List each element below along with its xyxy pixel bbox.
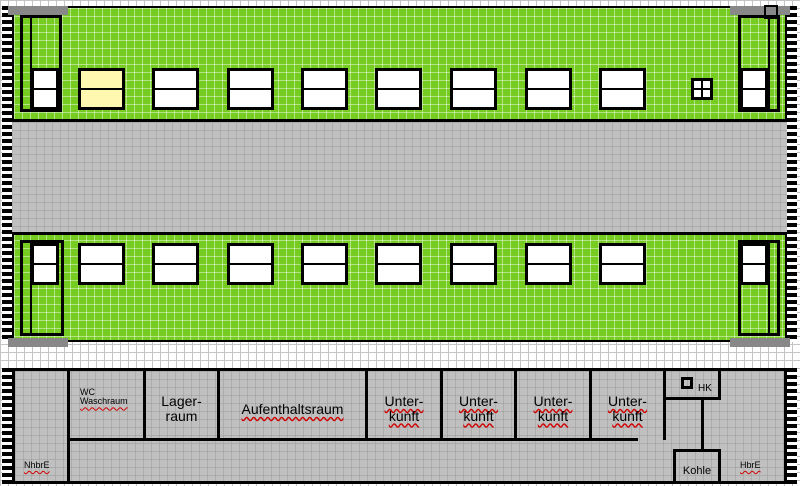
right-buffer-strip bbox=[787, 6, 797, 342]
top-window-7 bbox=[525, 68, 572, 110]
wc-label-line1: WC bbox=[80, 387, 95, 397]
unterkunft-3-line1: Unter- bbox=[533, 393, 573, 409]
lager-label-line1: Lager- bbox=[161, 393, 202, 409]
unterkunft-3-label: Unter- kunft bbox=[517, 394, 589, 423]
bottom-window-2 bbox=[152, 243, 199, 285]
unterkunft-4-line1: Unter- bbox=[608, 393, 647, 409]
wall-hk-kohle-stem bbox=[701, 397, 704, 451]
unterkunft-2-line1: Unter- bbox=[459, 393, 498, 409]
unterkunft-3-line2: kunft bbox=[537, 407, 569, 424]
wall-wc-lager bbox=[143, 368, 146, 440]
bottom-window-3 bbox=[227, 243, 274, 285]
top-door-window-right bbox=[740, 68, 768, 110]
hk-small-box bbox=[681, 377, 693, 389]
lager-label: Lager- raum bbox=[146, 394, 217, 423]
bottom-window-8 bbox=[599, 243, 646, 285]
bottom-window-4 bbox=[301, 243, 348, 285]
unterkunft-2-line2: kunft bbox=[463, 407, 494, 424]
wall-rooms-bottom bbox=[67, 438, 638, 441]
top-window-1 bbox=[78, 68, 125, 110]
unterkunft-4-line2: kunft bbox=[612, 407, 643, 424]
floor-plan bbox=[12, 368, 787, 484]
bottom-left-cap bbox=[8, 338, 68, 347]
hk-label-text: HK bbox=[698, 383, 712, 394]
bottom-window-5 bbox=[375, 243, 422, 285]
bottom-right-door-post bbox=[768, 240, 770, 336]
hbre-label-text: HbrE bbox=[740, 460, 761, 470]
top-window-3 bbox=[227, 68, 274, 110]
wall-end-left bbox=[67, 368, 70, 484]
unterkunft-1-label: Unter- kunft bbox=[368, 394, 440, 423]
hbre-label: HbrE bbox=[740, 460, 761, 470]
aufenthalt-label-text: Aufenthaltsraum bbox=[241, 401, 344, 417]
wall-unterkunft-hk bbox=[663, 368, 666, 440]
top-window-5 bbox=[375, 68, 422, 110]
top-left-door-post bbox=[30, 15, 32, 112]
top-window-6 bbox=[450, 68, 497, 110]
aufenthalt-label: Aufenthaltsraum bbox=[220, 402, 365, 417]
unterkunft-1-line1: Unter- bbox=[384, 393, 424, 409]
lager-label-line2: raum bbox=[165, 407, 198, 424]
wall-unterkunft-2-3 bbox=[514, 368, 517, 440]
bottom-right-door bbox=[738, 240, 780, 336]
unterkunft-2-label: Unter- kunft bbox=[443, 394, 514, 423]
top-right-cap bbox=[730, 6, 790, 15]
center-aisle bbox=[12, 119, 787, 235]
bottom-window-1 bbox=[78, 243, 125, 285]
top-right-small-box bbox=[764, 5, 778, 19]
unterkunft-4-label: Unter- kunft bbox=[592, 394, 663, 423]
top-left-door bbox=[20, 15, 62, 112]
top-window-2 bbox=[152, 68, 199, 110]
top-window-8 bbox=[599, 68, 646, 110]
kohle-label-text: Kohle bbox=[682, 465, 712, 477]
bottom-left-door bbox=[20, 240, 64, 336]
bottom-window-6 bbox=[450, 243, 497, 285]
nhbre-label: NhbrE bbox=[24, 460, 50, 470]
top-right-door-post bbox=[768, 15, 770, 112]
kohle-label: Kohle bbox=[676, 465, 718, 478]
top-right-door bbox=[738, 15, 780, 112]
wc-label-line2: Waschraum bbox=[80, 396, 128, 407]
bottom-right-cap bbox=[730, 338, 790, 347]
bottom-window-7 bbox=[525, 243, 572, 285]
top-window-4 bbox=[301, 68, 348, 110]
plan-right-buffer bbox=[787, 368, 797, 484]
wall-unterkunft-3-4 bbox=[589, 368, 592, 440]
hk-label: HK bbox=[698, 383, 712, 395]
bottom-door-window-left bbox=[31, 243, 59, 285]
kohle-bin bbox=[673, 449, 721, 484]
left-buffer-strip bbox=[2, 6, 12, 342]
wall-unterkunft-1-2 bbox=[440, 368, 443, 440]
top-door-window-left bbox=[31, 68, 59, 110]
wall-aufenthalt-unterkunft bbox=[365, 368, 368, 440]
wall-lager-aufenthalt bbox=[217, 368, 220, 440]
bottom-door-window-right bbox=[740, 243, 768, 285]
plan-left-buffer bbox=[2, 368, 12, 484]
nhbre-label-text: NhbrE bbox=[24, 460, 50, 470]
small-cross-window bbox=[691, 78, 713, 100]
top-left-cap bbox=[8, 6, 68, 15]
wall-hk-bottom bbox=[663, 397, 721, 400]
bottom-left-door-post bbox=[30, 240, 32, 336]
unterkunft-1-line2: kunft bbox=[388, 407, 420, 424]
wall-hk-right bbox=[718, 368, 721, 399]
wc-label: WC Waschraum bbox=[80, 387, 128, 407]
